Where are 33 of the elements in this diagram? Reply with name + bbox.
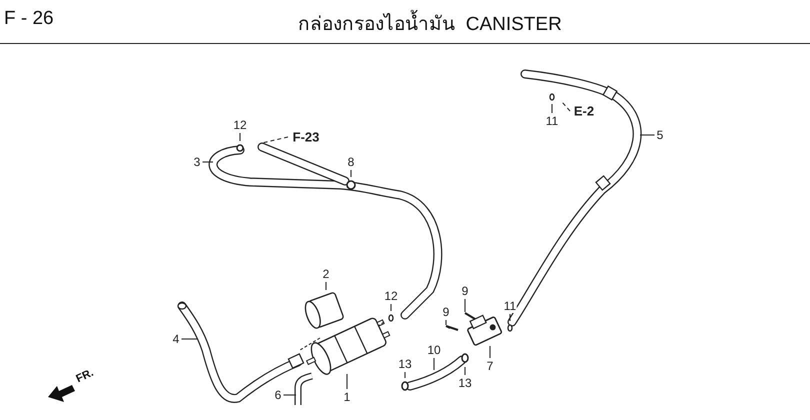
callout-number: 11 <box>502 299 518 313</box>
reference-mark: F-23 <box>292 130 320 144</box>
leader-line <box>464 366 466 376</box>
leader-line <box>404 372 406 378</box>
direction-label: FR. <box>74 366 96 386</box>
callout-number: 8 <box>346 155 356 169</box>
callout-number: 13 <box>397 357 413 371</box>
title: กล่องกรองไอน้ำมัน CANISTER <box>200 8 660 38</box>
callout-number: 9 <box>442 305 450 319</box>
callout-number: 4 <box>172 332 180 346</box>
callout-number: 12 <box>383 289 399 303</box>
callout-number: 11 <box>544 114 560 128</box>
leader-line <box>181 338 198 340</box>
callout-number: 2 <box>322 267 330 281</box>
callout-number: 13 <box>457 376 473 390</box>
page-number: F - 26 <box>4 8 54 30</box>
leader-line <box>562 102 570 112</box>
leader-line <box>262 136 288 144</box>
leader-line <box>350 170 352 178</box>
reference-mark: E-2 <box>572 104 596 118</box>
callout-number: 9 <box>460 284 470 298</box>
callout-number: 10 <box>426 343 442 357</box>
leader-line <box>640 134 655 136</box>
callout-number: 3 <box>192 155 202 169</box>
callout-number: 12 <box>232 118 248 132</box>
callout-number: 1 <box>342 390 352 404</box>
leader-line <box>283 394 296 396</box>
leader-line <box>390 304 392 312</box>
callout-number: 6 <box>274 388 282 402</box>
callout-number: 7 <box>486 359 494 373</box>
leader-line <box>464 298 466 312</box>
callout-number: 5 <box>656 128 664 142</box>
leader-line <box>346 374 348 390</box>
